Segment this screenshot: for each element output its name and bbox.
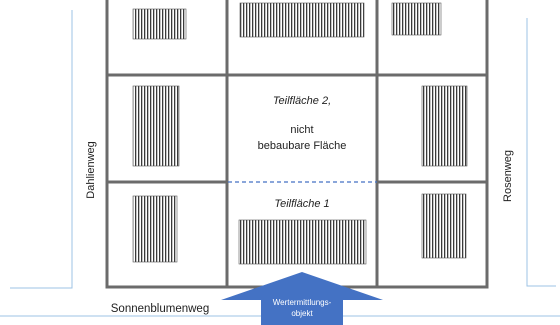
building-mid-right — [421, 85, 468, 167]
building-bottom-middle — [238, 219, 367, 265]
street-boundaries — [0, 10, 560, 317]
street-name-right: Rosenweg — [502, 150, 514, 202]
teilflaeche2-line1: nicht — [290, 124, 313, 136]
buildings — [132, 2, 468, 265]
parcel-grid — [105, 0, 489, 289]
valuation-object-marker: Wertermittlungs- objekt — [221, 272, 383, 325]
building-top-right — [391, 2, 442, 36]
teilflaeche2-line2: bebaubare Fläche — [258, 140, 347, 152]
marker-label-line2: objekt — [291, 309, 313, 318]
marker-arrow-shape — [221, 272, 383, 325]
street-name-left: Dahlienweg — [85, 141, 97, 198]
street-name-bottom: Sonnenblumenweg — [111, 303, 209, 315]
teilflaeche1-title: Teilfläche 1 — [274, 198, 329, 210]
teilflaeche2-title: Teilfläche 2, — [273, 95, 331, 107]
street-line-left — [10, 10, 73, 289]
marker-label-line1: Wertermittlungs- — [273, 298, 332, 307]
building-top-left — [132, 8, 187, 40]
building-top-middle — [239, 2, 365, 38]
street-line-right — [526, 18, 556, 287]
building-mid-left — [132, 85, 180, 167]
building-bottom-left — [132, 195, 178, 263]
building-bottom-right — [421, 193, 467, 259]
